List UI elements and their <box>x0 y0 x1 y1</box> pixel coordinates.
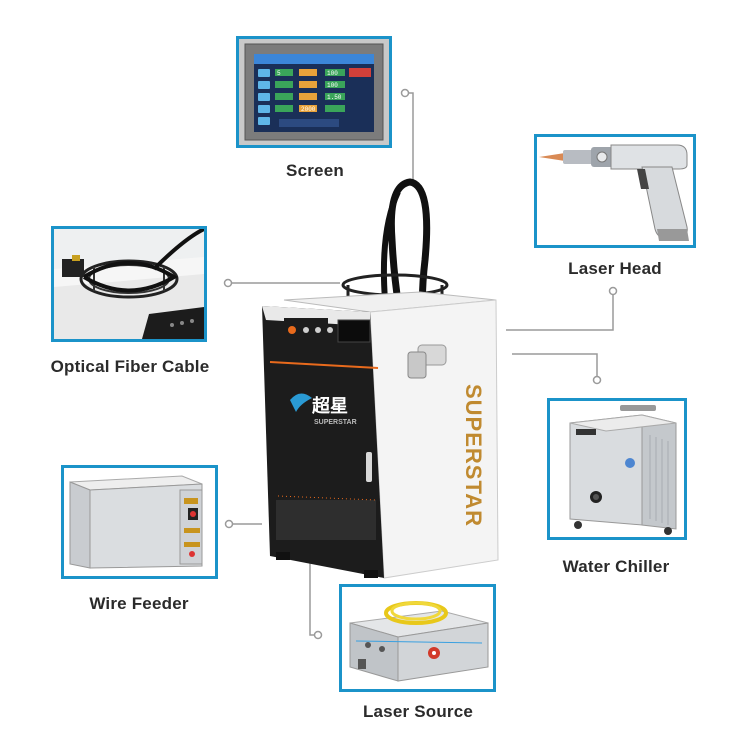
screen-value-5: 2000 <box>301 106 316 113</box>
optical-fiber-image <box>54 229 204 339</box>
caption-optical-fiber-cable: Optical Fiber Cable <box>50 357 210 376</box>
water-chiller-frame <box>547 398 687 540</box>
optical-fiber-frame <box>51 226 207 342</box>
laser-source-frame <box>339 584 496 692</box>
laser-head-frame <box>534 134 696 248</box>
machine-brand-cn: 超星 <box>312 395 348 416</box>
caption-laser-source: Laser Source <box>362 702 474 721</box>
laser-head-image <box>537 137 693 245</box>
laser-source-image <box>342 587 493 689</box>
caption-screen: Screen <box>286 161 344 180</box>
screen-value-1: 5 <box>277 70 281 77</box>
caption-water-chiller: Water Chiller <box>562 557 670 576</box>
machine-brand-front: SUPERSTAR <box>314 419 357 426</box>
screen-value-2: 100 <box>327 70 338 77</box>
machine-brand-side: SUPERSTAR <box>461 384 486 527</box>
caption-wire-feeder: Wire Feeder <box>89 594 189 613</box>
wire-feeder-frame <box>61 465 218 579</box>
water-chiller-image <box>550 401 684 537</box>
screen-value-3: 100 <box>327 82 338 89</box>
caption-laser-head: Laser Head <box>568 259 662 278</box>
screen-image: 5 100 100 1.50 2000 <box>239 39 389 145</box>
screen-value-4: 1.50 <box>327 94 342 101</box>
screen-frame: 5 100 100 1.50 2000 <box>236 36 392 148</box>
wire-feeder-image <box>64 468 215 576</box>
